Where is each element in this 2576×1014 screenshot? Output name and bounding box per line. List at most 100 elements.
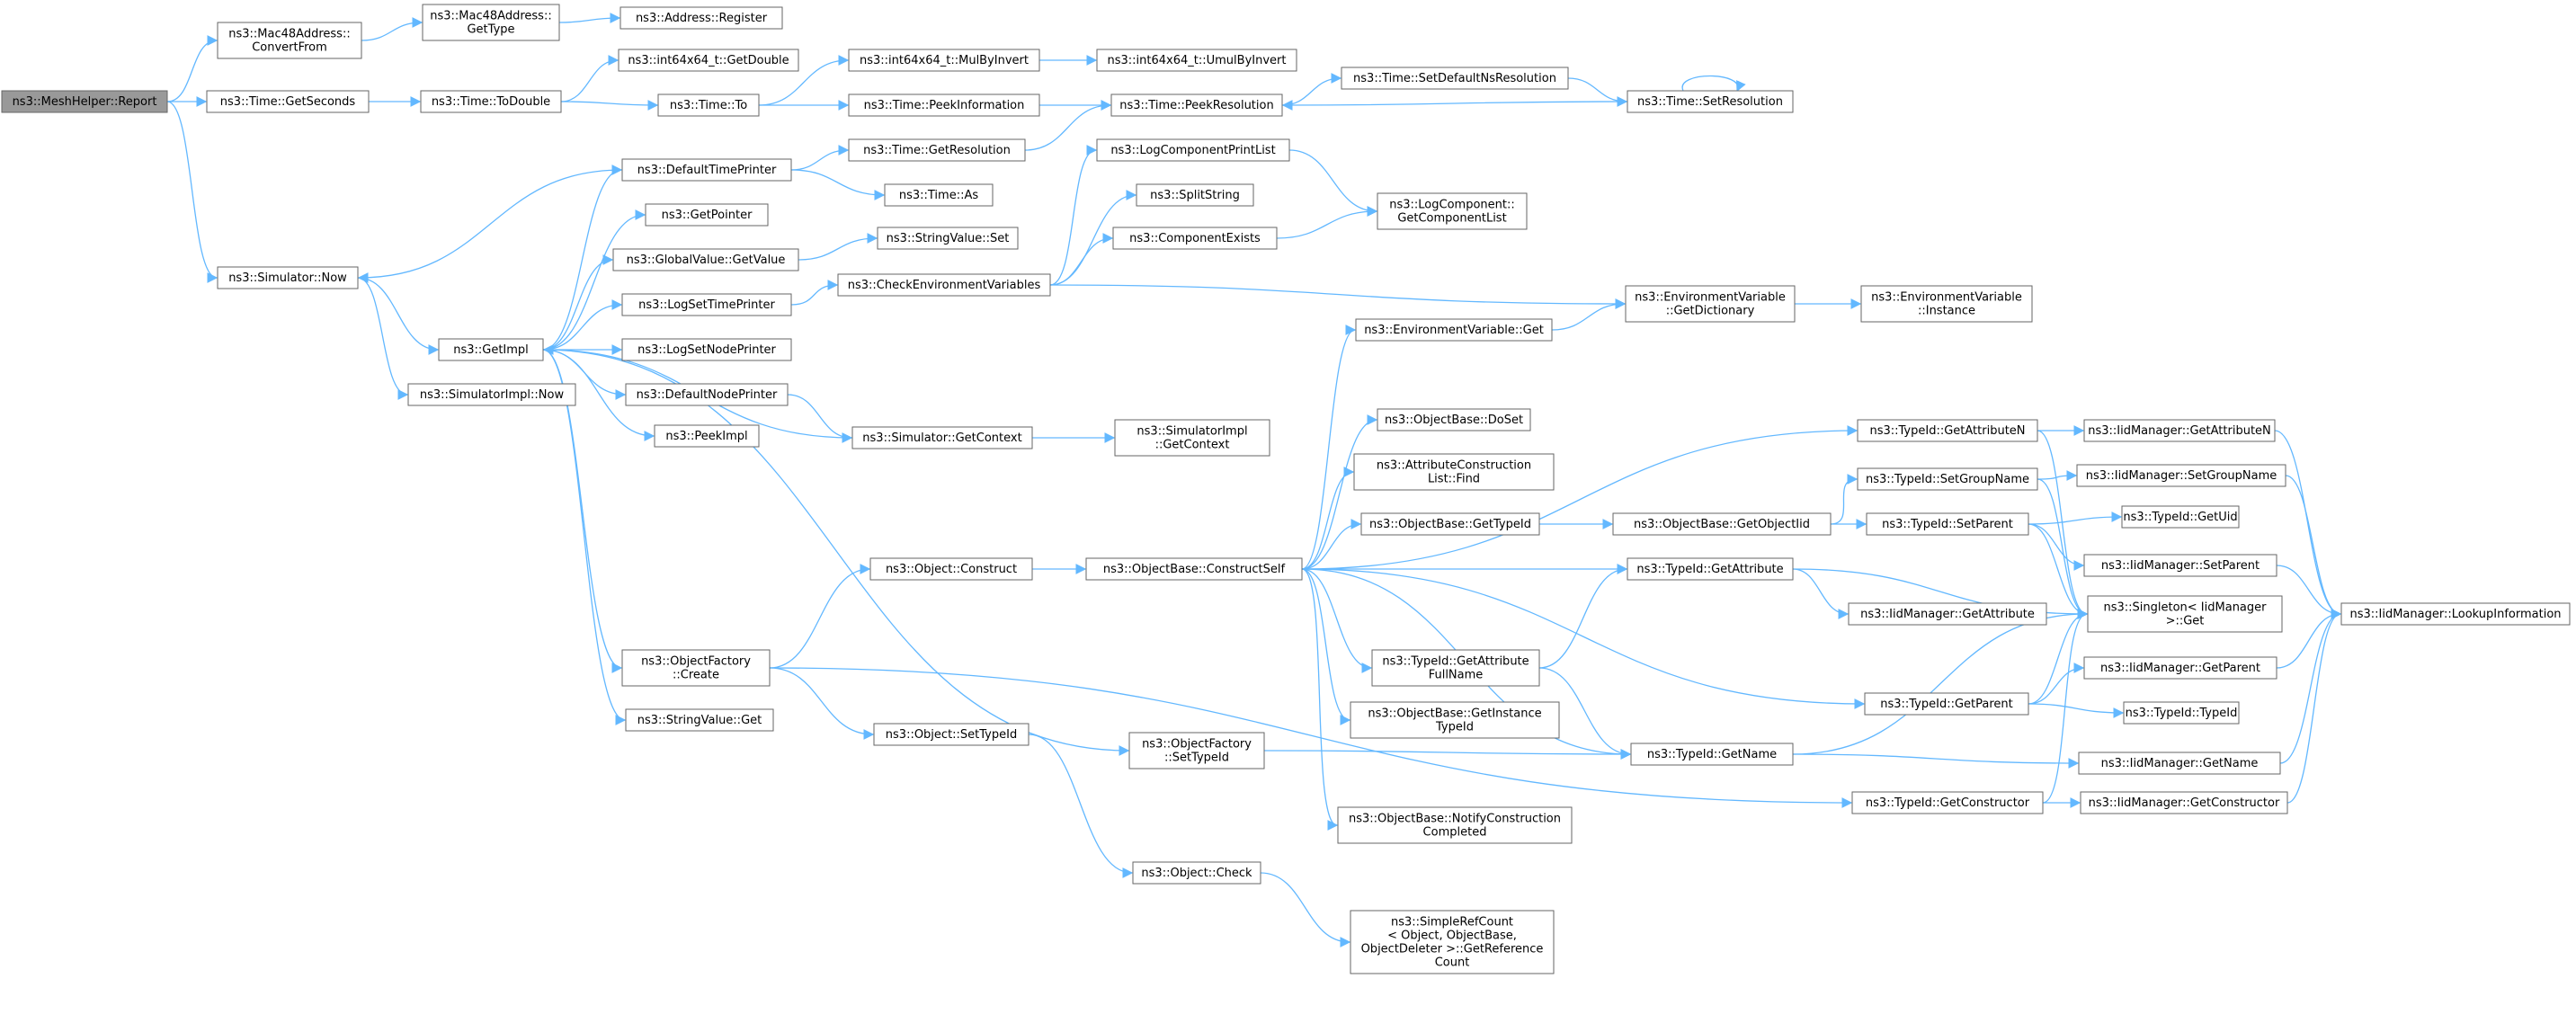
node-svset[interactable]: ns3::StringValue::Set [877, 227, 1019, 250]
node-addrreg[interactable]: ns3::Address::Register [619, 6, 783, 30]
node-obnotify[interactable]: ns3::ObjectBase::NotifyConstructionCompl… [1337, 806, 1573, 844]
node-box [851, 426, 1033, 449]
node-box [612, 248, 799, 271]
node-obdoset[interactable]: ns3::ObjectBase::DoSet [1377, 408, 1531, 431]
node-box [1851, 791, 2044, 814]
node-simnow[interactable]: ns3::Simulator::Now [217, 266, 359, 289]
edge-objcheck-to-srcgetref [1260, 872, 1351, 947]
node-tidgetname[interactable]: ns3::TypeId::GetName [1630, 743, 1794, 766]
node-label: ::Instance [1918, 305, 1975, 318]
node-getimpl[interactable]: ns3::GetImpl [438, 338, 544, 361]
node-timeas[interactable]: ns3::Time::As [884, 183, 994, 207]
node-iidgetctor[interactable]: ns3::IidManager::GetConstructor [2080, 791, 2288, 814]
edge-obconstructself-to-attrcons [1301, 467, 1355, 570]
node-evgetdict[interactable]: ns3::EnvironmentVariable::GetDictionary [1625, 285, 1796, 323]
node-compexists[interactable]: ns3::ComponentExists [1112, 227, 1278, 250]
node-defnp[interactable]: ns3::DefaultNodePrinter [625, 383, 789, 406]
node-obconstructself[interactable]: ns3::ObjectBase::ConstructSelf [1085, 557, 1303, 581]
node-peekres[interactable]: ns3::Time::PeekResolution [1110, 93, 1283, 117]
node-label: ns3::SimulatorImpl [1136, 425, 1247, 439]
node-iidgetparent[interactable]: ns3::IidManager::GetParent [2083, 656, 2277, 680]
node-tidgetattrn[interactable]: ns3::TypeId::GetAttributeN [1857, 419, 2038, 442]
node-obgetoid[interactable]: ns3::ObjectBase::GetObjectIid [1612, 512, 1832, 536]
node-iidsetparent[interactable]: ns3::IidManager::SetParent [2083, 554, 2277, 577]
node-objfactsettid[interactable]: ns3::ObjectFactory::SetTypeId [1128, 732, 1265, 769]
node-simimplnow[interactable]: ns3::SimulatorImpl::Now [407, 383, 576, 406]
node-objcheck[interactable]: ns3::Object::Check [1132, 861, 1261, 885]
node-logsnp[interactable]: ns3::LogSetNodePrinter [621, 338, 792, 361]
edge-getimpl-to-objfactsettid [542, 349, 1130, 756]
node-iidlookup[interactable]: ns3::IidManager::LookupInformation [2340, 602, 2571, 626]
edge-getimpl-to-gvget [542, 254, 614, 351]
node-tidgetattr[interactable]: ns3::TypeId::GetAttribute [1627, 557, 1794, 581]
node-label: ns3::Object::SetTypeId [886, 728, 1017, 742]
node-box [1627, 557, 1794, 581]
node-iidgetname[interactable]: ns3::IidManager::GetName [2078, 752, 2281, 775]
node-lcgcl[interactable]: ns3::LogComponent::GetComponentList [1377, 192, 1528, 230]
node-logstp[interactable]: ns3::LogSetTimePrinter [621, 293, 792, 316]
node-box [1612, 512, 1832, 536]
node-getres[interactable]: ns3::Time::GetResolution [848, 138, 1026, 162]
node-objsettid[interactable]: ns3::Object::SetTypeId [873, 723, 1030, 746]
node-label: ns3::TypeId::GetAttributeN [1869, 424, 2025, 438]
edge-iidgetparent-to-iidlookup [2276, 609, 2342, 669]
edge-obconstructself-to-obnotify [1301, 568, 1339, 831]
edge-logcpl-to-lcgcl [1288, 149, 1378, 217]
node-mac48gt[interactable]: ns3::Mac48Address::GetType [422, 4, 560, 41]
node-tidgetctor[interactable]: ns3::TypeId::GetConstructor [1851, 791, 2044, 814]
node-simimplgetctx[interactable]: ns3::SimulatorImpl::GetContext [1114, 419, 1270, 457]
node-setdefns[interactable]: ns3::Time::SetDefaultNsResolution [1341, 67, 1569, 90]
node-srcgetref[interactable]: ns3::SimpleRefCount< Object, ObjectBase,… [1350, 910, 1555, 974]
node-todouble[interactable]: ns3::Time::ToDouble [420, 90, 562, 113]
edge-setres-to-setres [1681, 75, 1746, 93]
node-evget[interactable]: ns3::EnvironmentVariable::Get [1355, 318, 1553, 342]
node-box [625, 708, 774, 732]
node-gvget[interactable]: ns3::GlobalValue::GetValue [612, 248, 799, 271]
node-objconstruct[interactable]: ns3::Object::Construct [869, 557, 1033, 581]
node-box [2080, 791, 2288, 814]
node-evinst[interactable]: ns3::EnvironmentVariable::Instance [1860, 285, 2033, 323]
node-tidsetparent[interactable]: ns3::TypeId::SetParent [1866, 512, 2029, 536]
node-checkenv[interactable]: ns3::CheckEnvironmentVariables [837, 273, 1051, 297]
node-deftp[interactable]: ns3::DefaultTimePrinter [621, 158, 792, 182]
node-setres[interactable]: ns3::Time::SetResolution [1627, 90, 1794, 113]
node-logcpl[interactable]: ns3::LogComponentPrintList [1096, 138, 1290, 162]
node-mac48cf[interactable]: ns3::Mac48Address::ConvertFrom [217, 22, 362, 59]
node-timeto[interactable]: ns3::Time::To [657, 93, 760, 117]
node-tidgetuid[interactable]: ns3::TypeId::GetUid [2121, 505, 2240, 529]
node-label: ns3::LogSetTimePrinter [638, 298, 775, 312]
node-peekinfo[interactable]: ns3::Time::PeekInformation [848, 93, 1040, 117]
node-label: ns3::Address::Register [636, 12, 768, 25]
edge-iidgetctor-to-iidlookup [2286, 609, 2342, 804]
node-box [1371, 649, 1540, 687]
node-umulbyinv[interactable]: ns3::int64x64_t::UmulByInvert [1096, 49, 1297, 72]
edge-objfactcreate-to-objconstruct [769, 564, 871, 669]
node-box [884, 183, 994, 207]
node-getdouble[interactable]: ns3::int64x64_t::GetDouble [618, 49, 799, 72]
node-iidgetattr[interactable]: ns3::IidManager::GetAttribute [1848, 602, 2047, 626]
node-objfactcreate[interactable]: ns3::ObjectFactory::Create [621, 649, 771, 687]
node-mulbyinv[interactable]: ns3::int64x64_t::MulByInvert [848, 49, 1040, 72]
node-tidgetparent[interactable]: ns3::TypeId::GetParent [1864, 692, 2029, 716]
node-svget[interactable]: ns3::StringValue::Get [625, 708, 774, 732]
node-report[interactable]: ns3::MeshHelper::Report [1, 90, 168, 113]
node-obgettid[interactable]: ns3::ObjectBase::GetTypeId [1360, 512, 1540, 536]
node-getsec[interactable]: ns3::Time::GetSeconds [206, 90, 370, 113]
node-singletonget[interactable]: ns3::Singleton< IidManager>::Get [2087, 595, 2283, 633]
node-box [1353, 453, 1555, 491]
node-label: ns3::TypeId::GetAttribute [1382, 655, 1529, 669]
node-splitstr[interactable]: ns3::SplitString [1136, 183, 1254, 207]
node-tidsetgroup[interactable]: ns3::TypeId::SetGroupName [1857, 467, 2038, 491]
node-box [621, 158, 792, 182]
node-getptr[interactable]: ns3::GetPointer [645, 203, 769, 227]
node-simgetctx[interactable]: ns3::Simulator::GetContext [851, 426, 1033, 449]
node-tidtypeid[interactable]: ns3::TypeId::TypeId [2123, 701, 2240, 725]
node-iidsetgroup[interactable]: ns3::IidManager::SetGroupName [2076, 464, 2286, 487]
node-peekimpl[interactable]: ns3::PeekImpl [654, 424, 760, 448]
node-iidgetattrn[interactable]: ns3::IidManager::GetAttributeN [2083, 419, 2276, 442]
node-label: >::Get [2166, 615, 2205, 628]
edge-tidsetgroup-to-singletonget [2037, 478, 2089, 619]
